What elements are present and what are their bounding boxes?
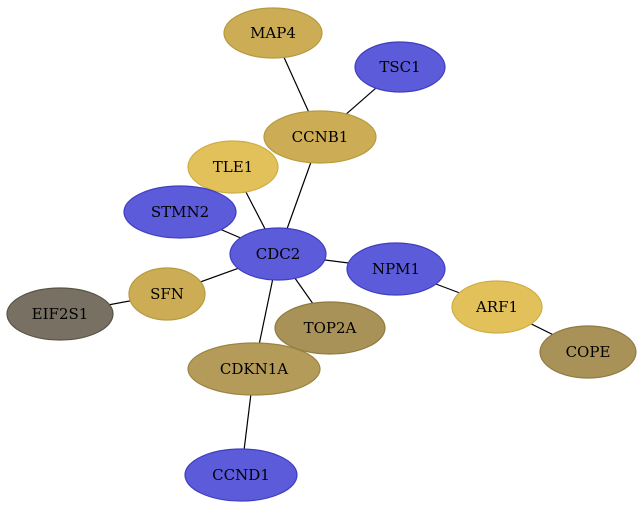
node-map4[interactable]: MAP4: [223, 7, 323, 59]
node-ellipse-tsc1[interactable]: [354, 41, 446, 93]
node-ellipse-cope[interactable]: [539, 325, 637, 379]
node-ccnb1[interactable]: CCNB1: [263, 110, 377, 164]
node-eif2s1[interactable]: EIF2S1: [6, 287, 114, 341]
node-cdkn1a[interactable]: CDKN1A: [187, 342, 321, 396]
node-ellipse-map4[interactable]: [223, 7, 323, 59]
node-ellipse-stmn2[interactable]: [123, 185, 237, 239]
node-label-map4: MAP4: [250, 24, 296, 42]
node-label-ccnd1: CCND1: [212, 466, 270, 484]
node-ellipse-top2a[interactable]: [274, 301, 386, 355]
node-label-ccnb1: CCNB1: [292, 128, 349, 146]
node-ellipse-ccnd1[interactable]: [184, 448, 298, 502]
node-ellipse-cdc2[interactable]: [229, 227, 327, 281]
node-sfn[interactable]: SFN: [128, 267, 206, 321]
node-label-stmn2: STMN2: [151, 203, 209, 221]
node-ellipse-sfn[interactable]: [128, 267, 206, 321]
node-label-tsc1: TSC1: [379, 58, 420, 76]
node-npm1[interactable]: NPM1: [346, 242, 446, 296]
node-ellipse-arf1[interactable]: [451, 280, 543, 334]
node-ccnd1[interactable]: CCND1: [184, 448, 298, 502]
node-label-eif2s1: EIF2S1: [32, 305, 89, 323]
node-cdc2[interactable]: CDC2: [229, 227, 327, 281]
node-ellipse-ccnb1[interactable]: [263, 110, 377, 164]
node-label-cdc2: CDC2: [256, 245, 301, 263]
node-label-tle1: TLE1: [213, 158, 253, 176]
node-ellipse-npm1[interactable]: [346, 242, 446, 296]
node-ellipse-tle1[interactable]: [187, 140, 279, 194]
node-label-top2a: TOP2A: [304, 319, 357, 337]
node-label-cope: COPE: [566, 343, 611, 361]
node-tle1[interactable]: TLE1: [187, 140, 279, 194]
node-tsc1[interactable]: TSC1: [354, 41, 446, 93]
node-label-arf1: ARF1: [475, 298, 518, 316]
node-label-sfn: SFN: [150, 285, 184, 303]
node-stmn2[interactable]: STMN2: [123, 185, 237, 239]
node-top2a[interactable]: TOP2A: [274, 301, 386, 355]
node-label-npm1: NPM1: [372, 260, 420, 278]
node-ellipse-eif2s1[interactable]: [6, 287, 114, 341]
node-ellipse-cdkn1a[interactable]: [187, 342, 321, 396]
node-cope[interactable]: COPE: [539, 325, 637, 379]
node-label-cdkn1a: CDKN1A: [220, 360, 288, 378]
node-arf1[interactable]: ARF1: [451, 280, 543, 334]
